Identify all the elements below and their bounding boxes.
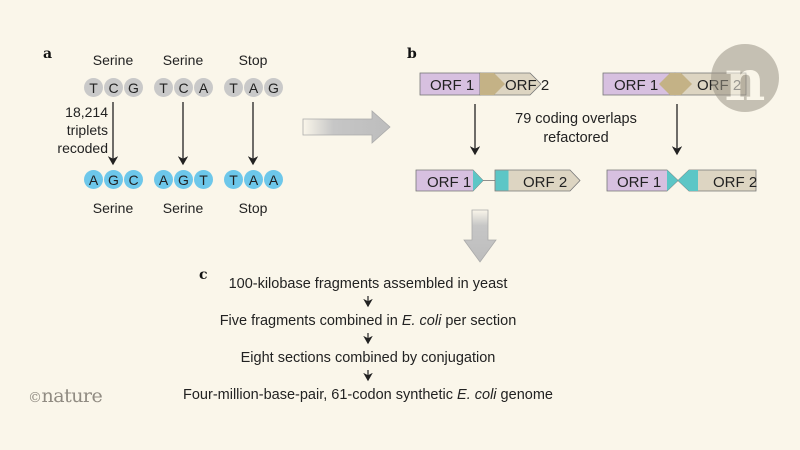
nucleotide: G bbox=[104, 170, 123, 189]
orf1-label: ORF 1 bbox=[427, 174, 471, 191]
step-text: per section bbox=[441, 313, 517, 329]
panel-a-label: a bbox=[43, 46, 53, 62]
nucleotide: A bbox=[244, 78, 263, 97]
nucleotide: T bbox=[224, 78, 243, 97]
svg-text:n: n bbox=[725, 48, 766, 114]
orf2-label: ORF 2 bbox=[505, 77, 549, 94]
orf-pair-same-direction-refactored: ORF 1 ORF 2 bbox=[415, 169, 581, 192]
nature-copyright: ©nature bbox=[28, 385, 103, 407]
panel-b-label: b bbox=[407, 46, 417, 62]
nucleotide: C bbox=[104, 78, 123, 97]
recoded-count-note: 18,214 triplets recoded bbox=[28, 103, 108, 157]
panel-c-label: c bbox=[199, 267, 208, 283]
nucleotide: A bbox=[194, 78, 213, 97]
nucleotide: G bbox=[264, 78, 283, 97]
note-line: triplets bbox=[66, 122, 108, 138]
nucleotide: T bbox=[194, 170, 213, 189]
overlaps-refactored-note: 79 coding overlaps refactored bbox=[486, 110, 666, 148]
nucleotide: A bbox=[244, 170, 263, 189]
nucleotide: G bbox=[174, 170, 193, 189]
nucleotide: T bbox=[154, 78, 173, 97]
nucleotide: T bbox=[224, 170, 243, 189]
big-arrow-right bbox=[302, 110, 391, 144]
note-line: 18,214 bbox=[65, 104, 108, 120]
amino-acid-label: Stop bbox=[238, 200, 268, 216]
step-text: 100-kilobase fragments assembled in yeas… bbox=[228, 276, 508, 292]
note-line: refactored bbox=[543, 130, 609, 146]
amino-acid-label: Stop bbox=[238, 52, 268, 68]
big-arrow-down bbox=[463, 209, 497, 263]
assembly-step-1: 100-kilobase fragments assembled in yeas… bbox=[168, 276, 568, 292]
step-text: Four-million-base-pair, 61-codon synthet… bbox=[183, 387, 458, 403]
note-line: 79 coding overlaps bbox=[515, 111, 637, 127]
species-name: E. coli bbox=[401, 313, 442, 329]
nucleotide: A bbox=[84, 170, 103, 189]
nucleotide: A bbox=[264, 170, 283, 189]
step-text: Five fragments combined in bbox=[219, 313, 402, 329]
nature-watermark-logo: n bbox=[711, 44, 779, 114]
nucleotide: G bbox=[124, 78, 143, 97]
publisher-name: nature bbox=[41, 385, 103, 407]
amino-acid-label: Serine bbox=[92, 200, 134, 216]
orf1-label: ORF 1 bbox=[430, 77, 474, 94]
note-line: recoded bbox=[57, 140, 108, 156]
assembly-step-3: Eight sections combined by conjugation bbox=[168, 350, 568, 366]
amino-acid-label: Serine bbox=[92, 52, 134, 68]
amino-acid-label: Serine bbox=[162, 200, 204, 216]
amino-acid-label: Serine bbox=[162, 52, 204, 68]
nucleotide: A bbox=[154, 170, 173, 189]
assembly-step-4: Four-million-base-pair, 61-codon synthet… bbox=[118, 387, 618, 403]
orf1-label: ORF 1 bbox=[614, 77, 658, 94]
copyright-icon: © bbox=[28, 390, 42, 406]
nucleotide: C bbox=[174, 78, 193, 97]
step-text: genome bbox=[496, 387, 553, 403]
orf-pair-opposite-direction-refactored: ORF 1 ORF 2 bbox=[606, 169, 757, 192]
step-text: Eight sections combined by conjugation bbox=[240, 350, 496, 366]
orf2-label: ORF 2 bbox=[713, 174, 757, 191]
assembly-step-2: Five fragments combined in E. coli per s… bbox=[168, 313, 568, 329]
orf2-label: ORF 2 bbox=[523, 174, 567, 191]
nucleotide: T bbox=[84, 78, 103, 97]
species-name: E. coli bbox=[457, 387, 497, 403]
nucleotide: C bbox=[124, 170, 143, 189]
orf1-label: ORF 1 bbox=[617, 174, 661, 191]
orf-pair-same-direction-overlap: ORF 1 ORF 2 bbox=[419, 72, 549, 96]
